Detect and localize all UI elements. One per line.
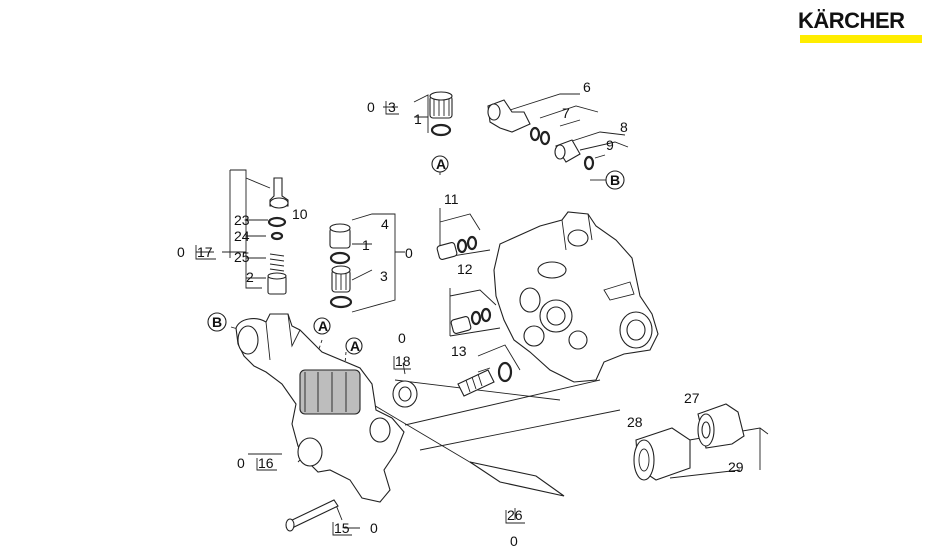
pipe-fitting-8-9 xyxy=(554,139,595,171)
strip-26 xyxy=(469,461,565,497)
marker-a-top xyxy=(431,155,449,173)
label-boxes xyxy=(195,101,525,536)
label-15: 15 xyxy=(334,520,350,536)
karcher-logo: KÄRCHER xyxy=(798,8,922,46)
manifold-body xyxy=(235,313,405,503)
label-17: 17 xyxy=(197,244,213,260)
label-23: 23 xyxy=(234,212,250,228)
label-2: 2 xyxy=(246,269,254,285)
label-0-17: 0 xyxy=(177,244,185,260)
label-28: 28 xyxy=(627,414,643,430)
label-13: 13 xyxy=(451,343,467,359)
label-1-top: 1 xyxy=(414,111,422,127)
label-10: 10 xyxy=(292,206,308,222)
marker-a-left-text: A xyxy=(318,318,328,334)
coupling-28 xyxy=(633,427,691,481)
part-number-labels: 0 3 1 6 7 8 9 10 23 24 25 2 0 17 4 1 0 3… xyxy=(177,79,744,549)
markers xyxy=(207,155,625,355)
seal-18 xyxy=(392,380,418,408)
marker-b-right-text: B xyxy=(610,172,620,188)
logo-yellow-bar xyxy=(800,35,922,43)
label-9: 9 xyxy=(606,137,614,153)
label-18: 18 xyxy=(395,353,411,369)
label-11: 11 xyxy=(444,191,459,207)
label-3-mid: 3 xyxy=(380,268,388,284)
label-27: 27 xyxy=(684,390,700,406)
logo-text: KÄRCHER xyxy=(798,8,905,33)
left-valve-stack xyxy=(267,177,289,295)
top-valve-assembly xyxy=(429,91,453,137)
label-1-mid: 1 xyxy=(362,237,370,253)
label-12: 12 xyxy=(457,261,473,277)
bolt-15 xyxy=(285,499,339,532)
marker-b-left-text: B xyxy=(212,314,222,330)
marker-a-left xyxy=(313,317,331,335)
marker-a-right xyxy=(345,337,363,355)
label-0-3: 0 xyxy=(367,99,375,115)
pipe-fitting-6-7 xyxy=(487,99,551,146)
label-8: 8 xyxy=(620,119,628,135)
check-valves-11 xyxy=(436,235,478,260)
marker-a-top-text: A xyxy=(436,156,446,172)
middle-valves xyxy=(329,223,353,309)
leader-lines xyxy=(196,93,769,529)
label-0-right: 0 xyxy=(405,245,413,261)
label-6: 6 xyxy=(583,79,591,95)
label-0-15: 0 xyxy=(370,520,378,536)
marker-a-right-text: A xyxy=(350,338,360,354)
label-0-16: 0 xyxy=(237,455,245,471)
label-4: 4 xyxy=(381,216,389,232)
label-24: 24 xyxy=(234,228,250,244)
label-0-26: 0 xyxy=(510,533,518,549)
label-26: 26 xyxy=(507,507,523,523)
label-7: 7 xyxy=(562,105,570,121)
check-valves-12 xyxy=(450,307,492,334)
label-29: 29 xyxy=(728,459,744,475)
label-25: 25 xyxy=(234,249,250,265)
marker-b-right xyxy=(605,170,625,190)
label-0-18: 0 xyxy=(398,330,406,346)
pressure-valve-13 xyxy=(457,361,513,397)
label-16: 16 xyxy=(258,455,274,471)
coupling-27 xyxy=(697,403,745,449)
label-3-top: 3 xyxy=(388,99,396,115)
pump-head xyxy=(493,211,659,383)
marker-b-left xyxy=(207,312,227,332)
